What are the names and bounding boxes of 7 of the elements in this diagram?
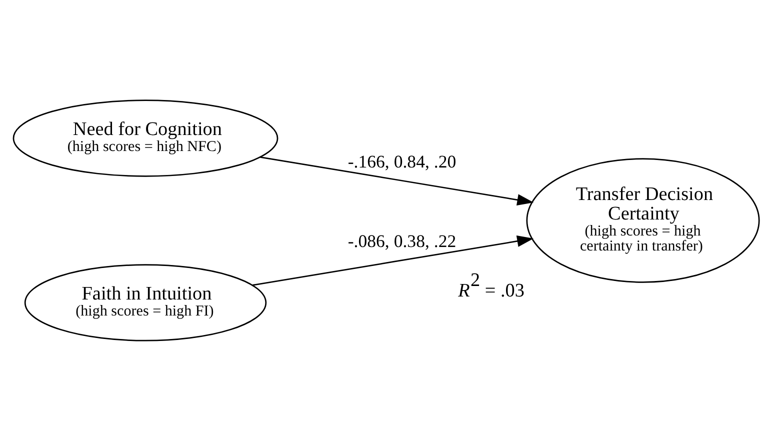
arrow: [260, 156, 534, 206]
arrow: [252, 234, 534, 286]
node-ellipse: Faith in Intuition (high scores = high FI): [24, 264, 267, 341]
edge-label: -.166, 0.84, .20: [348, 151, 456, 172]
node-ellipse: Need for Cognition (high scores = high NFC): [12, 99, 278, 176]
node-ellipse: Transfer Decision Certainty (high scores = high certainty in transfer): [526, 158, 760, 282]
edge-label: -.086, 0.38, .22: [348, 230, 456, 251]
